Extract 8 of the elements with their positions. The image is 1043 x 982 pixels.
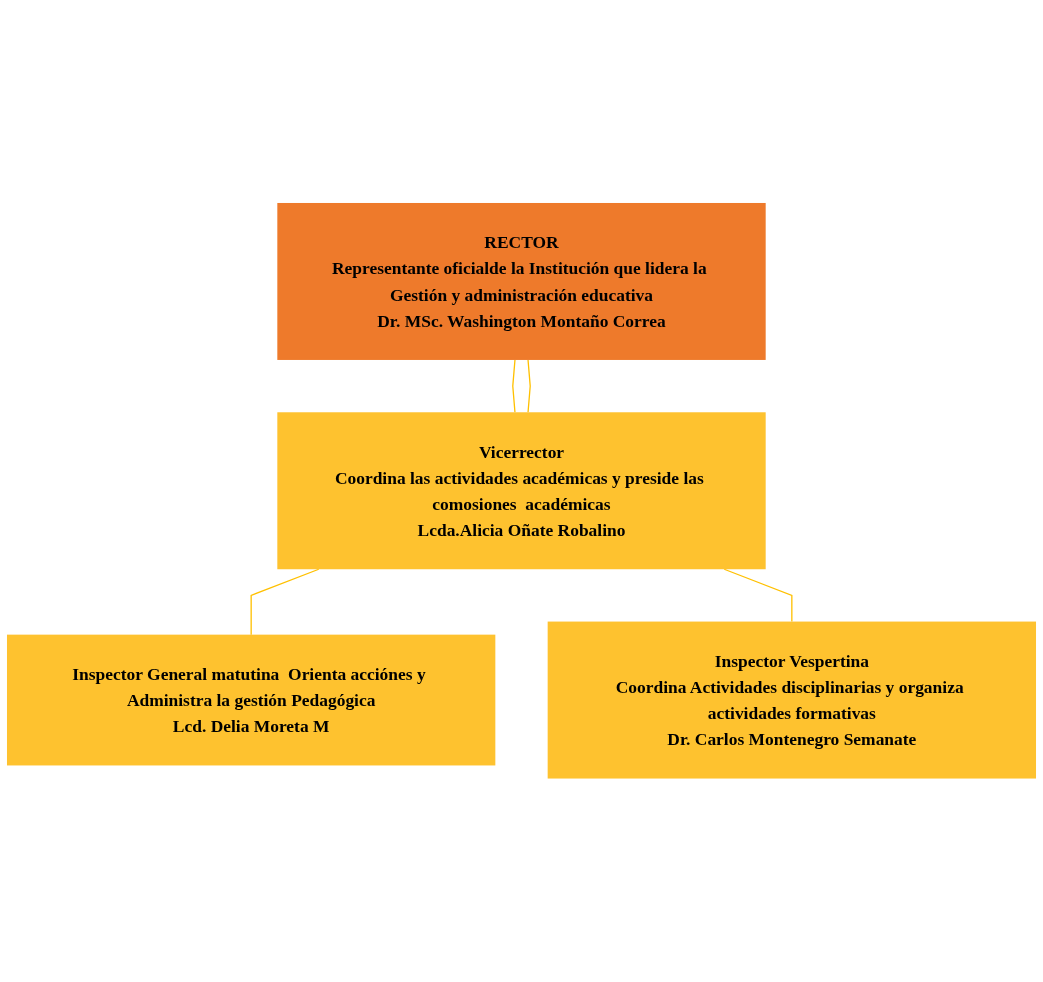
node-box: RECTOR Representante oficialde la Institución que lidera la Gestión y administración educativa Dr. MSc. Washington Montaño Correa — [277, 203, 766, 361]
connector — [527, 359, 531, 414]
node-box: Inspector General matutina Orienta acciónes y Administra la gestión Pedagógica Lcd. Delia Moreta M — [7, 634, 496, 766]
node-box: Vicerrector Coordina las actividades académicas y preside las comosiones académicas Lcda.Alicia Oñate Robalino — [277, 412, 766, 570]
node-box: Inspector Vespertina Coordina Actividades disciplinarias y organiza actividades formativas Dr. Carlos Montenegro Semanate — [547, 621, 1036, 779]
connector — [250, 568, 320, 636]
connector — [723, 568, 793, 623]
connector — [512, 359, 516, 414]
